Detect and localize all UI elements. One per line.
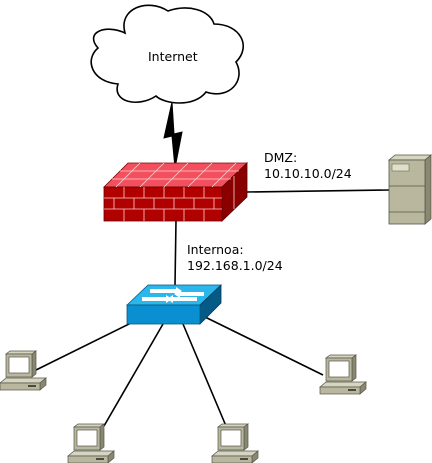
firewall-bricks <box>104 162 239 221</box>
pc-icon <box>211 423 259 463</box>
internet-label: Internet <box>148 49 198 64</box>
connections <box>35 189 391 427</box>
switch-front <box>126 304 201 325</box>
switch-arrows <box>142 287 204 303</box>
internal-network-label: Internoa: 192.168.1.0/24 <box>187 242 283 274</box>
pc-icon <box>0 350 47 391</box>
link-switch-pc-left <box>35 321 134 371</box>
pc-icon <box>67 423 115 463</box>
lightning-icon <box>163 101 183 169</box>
internal-subnet: 192.168.1.0/24 <box>187 258 283 273</box>
switch-icon <box>126 284 222 325</box>
internal-name: Internoa: <box>187 242 244 257</box>
link-firewall-switch <box>174 219 177 286</box>
server-icon <box>387 154 432 225</box>
link-firewall-server <box>245 189 391 193</box>
cloud-icon <box>90 4 244 104</box>
firewall-icon <box>103 162 248 222</box>
link-switch-pc-right <box>202 315 324 376</box>
link-switch-pc-bottom-left <box>103 323 164 427</box>
dmz-label: DMZ: 10.10.10.0/24 <box>264 150 352 182</box>
pc-icon <box>319 354 367 395</box>
dmz-name: DMZ: <box>264 150 298 165</box>
dmz-subnet: 10.10.10.0/24 <box>264 166 352 181</box>
link-switch-pc-bottom-right <box>182 323 227 427</box>
internet-cloud <box>90 4 244 104</box>
